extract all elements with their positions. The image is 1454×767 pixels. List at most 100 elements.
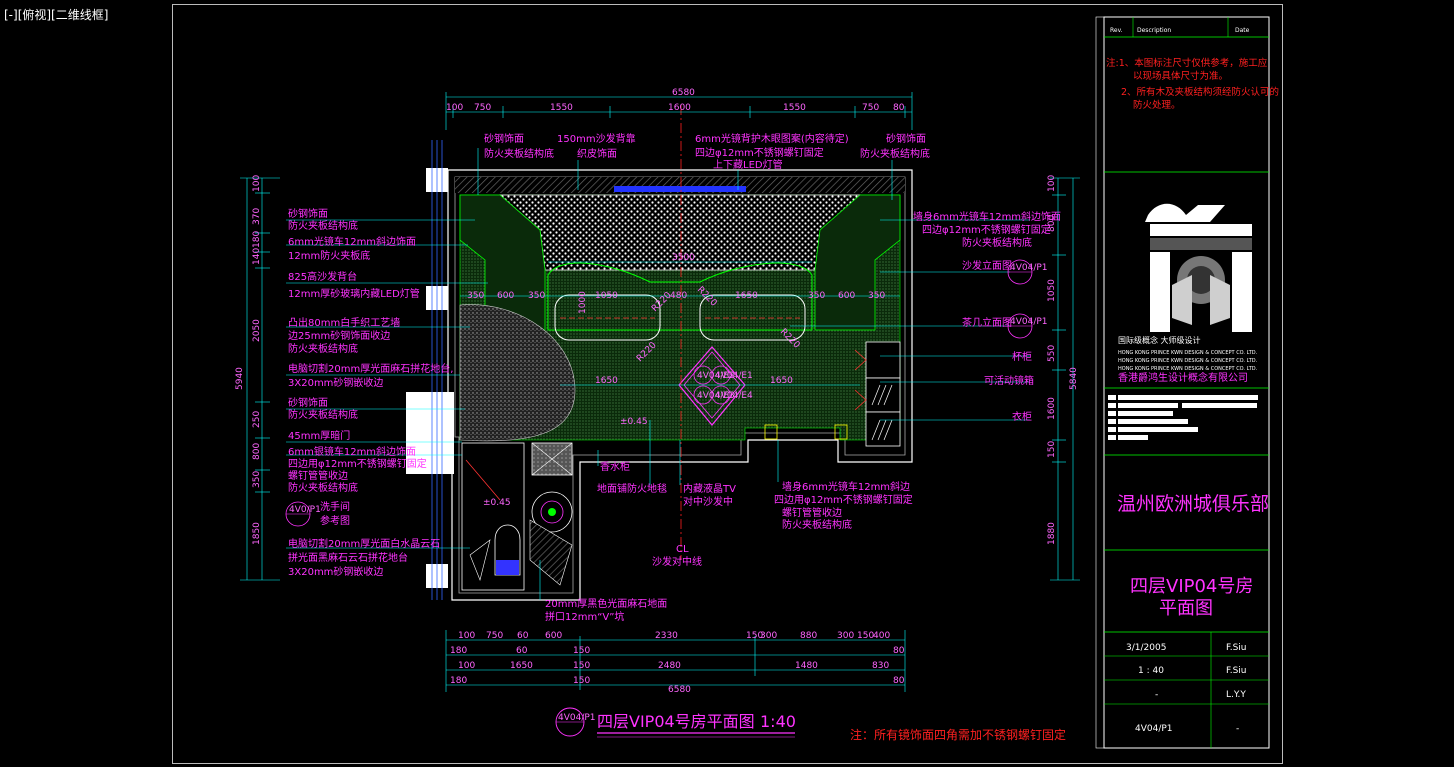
svg-text:6mm光镜车12mm斜边饰面: 6mm光镜车12mm斜边饰面 <box>288 235 416 248</box>
svg-text:1850: 1850 <box>252 522 262 545</box>
svg-text:800: 800 <box>1047 215 1057 232</box>
bottom-dim-row3: 100 1650 150 2480 1480 830 <box>458 661 889 671</box>
svg-text:沙发对中线: 沙发对中线 <box>652 555 702 568</box>
sofa-elevation-tag[interactable]: 4V04/P1 <box>1007 259 1048 285</box>
exterior-window-wall <box>406 140 454 600</box>
tag-e3[interactable]: 4V04/E3 <box>697 391 735 401</box>
svg-text:1050: 1050 <box>1047 279 1057 302</box>
svg-text:20mm厚黑色光面麻石地面: 20mm厚黑色光面麻石地面 <box>545 597 667 610</box>
svg-text:80: 80 <box>893 646 905 656</box>
sheet-title-2: 平面图 <box>1159 598 1213 619</box>
svg-text:1480: 1480 <box>795 661 818 671</box>
drawing-title-tag[interactable]: 4V04/P1 <box>555 707 596 737</box>
tag-e2[interactable]: 4V04/E2 <box>697 371 735 381</box>
svg-text:墙身6mm光镜车12mm斜边饰面: 墙身6mm光镜车12mm斜边饰面 <box>913 210 1061 223</box>
svg-text:12mm防火夹板底: 12mm防火夹板底 <box>288 249 370 262</box>
svg-text:180: 180 <box>450 676 467 686</box>
svg-text:地面铺防火地毯: 地面铺防火地毯 <box>597 482 667 495</box>
svg-text:750: 750 <box>474 103 491 113</box>
svg-text:1600: 1600 <box>668 103 691 113</box>
svg-text:750: 750 <box>486 631 503 641</box>
leader-lines <box>286 148 1030 600</box>
mirror-panel-top <box>614 186 746 192</box>
svg-text:±0.45: ±0.45 <box>620 417 648 427</box>
svg-text:1050: 1050 <box>595 291 618 301</box>
svg-text:砂钢饰面: 砂钢饰面 <box>288 396 328 409</box>
drawing-sheet-border <box>172 4 1283 764</box>
svg-text:60: 60 <box>516 646 528 656</box>
svg-text:140: 140 <box>252 248 262 265</box>
svg-text:砂钢饰面: 砂钢饰面 <box>886 132 926 145</box>
svg-text:100: 100 <box>252 175 262 192</box>
table-elevation-tag[interactable]: 4V04/P1 <box>1007 313 1048 339</box>
svg-text:墙身6mm光镜车12mm斜边: 墙身6mm光镜车12mm斜边 <box>782 480 910 493</box>
mirror-cabinet <box>865 377 901 413</box>
svg-text:沙发立面图: 沙发立面图 <box>962 259 1012 272</box>
svg-text:825高沙发背台: 825高沙发背台 <box>288 270 357 283</box>
svg-text:80: 80 <box>893 103 905 113</box>
svg-text:1650: 1650 <box>770 376 793 386</box>
stone-inlay-floor <box>459 304 576 442</box>
svg-text:150: 150 <box>857 631 874 641</box>
svg-text:100: 100 <box>458 661 475 671</box>
svg-text:350: 350 <box>868 291 885 301</box>
svg-text:电脑切割20mm厚光面麻石拼花地台,: 电脑切割20mm厚光面麻石拼花地台, <box>288 362 453 375</box>
center-diamond: 4V04/E2 4V04/E1 4V04/E3 4V04/E4 <box>678 346 753 426</box>
svg-text:6mm光镜背护木眼图案(内容待定): 6mm光镜背护木眼图案(内容待定) <box>695 132 849 145</box>
tb-notes: 注:1、本图标注尺寸仅供参考，施工应 以现场具体尺寸为准。 2、所有木及夹板结构… <box>1106 57 1279 111</box>
callouts-right: 墙身6mm光镜车12mm斜边饰面 四边φ12mm不锈钢螺钉固定 防火夹板结构底 … <box>913 210 1061 423</box>
redacted-info-bars <box>1108 395 1258 440</box>
wall-hatch-top <box>455 177 905 193</box>
toilet <box>494 524 521 576</box>
svg-text:100: 100 <box>446 103 463 113</box>
svg-text:100: 100 <box>458 631 475 641</box>
svg-text:四边φ12mm不锈钢螺钉固定: 四边φ12mm不锈钢螺钉固定 <box>922 223 1051 236</box>
svg-text:12mm厚砂玻璃内藏LED灯管: 12mm厚砂玻璃内藏LED灯管 <box>288 287 420 300</box>
svg-text:织皮饰面: 织皮饰面 <box>577 147 617 160</box>
callouts-bottom: 香水柜 地面铺防火地毯 内藏液晶TV 对中沙发中 墙身6mm光镜车12mm斜边 … <box>545 460 913 623</box>
viewport-label[interactable]: [-][俯视][二维线框] <box>4 8 109 22</box>
svg-text:100: 100 <box>1047 175 1057 192</box>
svg-text:砂钢饰面: 砂钢饰面 <box>484 132 524 145</box>
tb-revision: - <box>1236 724 1239 734</box>
svg-text:防火夹板结构底: 防火夹板结构底 <box>288 408 358 421</box>
washroom-tag[interactable]: 4V0/P1 <box>285 501 321 527</box>
svg-text:拼口12mm“V”坑: 拼口12mm“V”坑 <box>545 610 624 623</box>
tag-e1[interactable]: 4V04/E1 <box>715 371 753 381</box>
tb-header-desc: Description <box>1137 27 1171 34</box>
callouts-top: 砂钢饰面 防火夹板结构底 150mm沙发背靠 织皮饰面 6mm光镜背护木眼图案(… <box>484 132 930 171</box>
wardrobe <box>865 411 901 447</box>
svg-text:1550: 1550 <box>783 103 806 113</box>
svg-text:螺钉管管收边: 螺钉管管收边 <box>782 506 842 519</box>
svg-text:880: 880 <box>800 631 817 641</box>
svg-text:600: 600 <box>545 631 562 641</box>
tb-designer: F.Siu <box>1226 643 1247 653</box>
svg-text:45mm厚暗门: 45mm厚暗门 <box>288 429 350 442</box>
title-block <box>1095 16 1270 749</box>
svg-text:4V0/P1: 4V0/P1 <box>289 505 321 515</box>
svg-text:四边用φ12mm不锈钢螺钉固定: 四边用φ12mm不锈钢螺钉固定 <box>288 457 427 470</box>
svg-text:参考图: 参考图 <box>320 514 350 527</box>
tb-header-date: Date <box>1235 27 1250 34</box>
svg-text:注:1、本图标注尺寸仅供参考，施工应: 注:1、本图标注尺寸仅供参考，施工应 <box>1106 57 1268 69</box>
company-line-2: HONG KONG PRINCE KWN DESIGN & CONCEPT CO… <box>1118 358 1258 364</box>
svg-text:350: 350 <box>252 471 262 488</box>
tag-e4[interactable]: 4V04/E4 <box>715 391 753 401</box>
svg-text:800: 800 <box>252 443 262 460</box>
left-dimensions <box>240 177 280 581</box>
svg-text:1650: 1650 <box>735 291 758 301</box>
svg-text:3X20mm砂钢嵌收边: 3X20mm砂钢嵌收边 <box>288 376 383 389</box>
svg-text:4V04/P1: 4V04/P1 <box>558 713 596 723</box>
svg-text:2050: 2050 <box>252 319 262 342</box>
svg-text:150: 150 <box>573 661 590 671</box>
svg-text:250: 250 <box>252 411 262 428</box>
svg-text:2330: 2330 <box>655 631 678 641</box>
svg-text:对中沙发中: 对中沙发中 <box>683 495 733 508</box>
svg-text:180: 180 <box>252 231 262 248</box>
svg-text:1550: 1550 <box>550 103 573 113</box>
svg-text:四边φ12mm不锈钢螺钉固定: 四边φ12mm不锈钢螺钉固定 <box>695 146 824 159</box>
svg-text:180: 180 <box>450 646 467 656</box>
logo-caption: 国际级概念 大师级设计 <box>1118 335 1201 345</box>
tb-scale: 1 : 40 <box>1138 666 1164 676</box>
